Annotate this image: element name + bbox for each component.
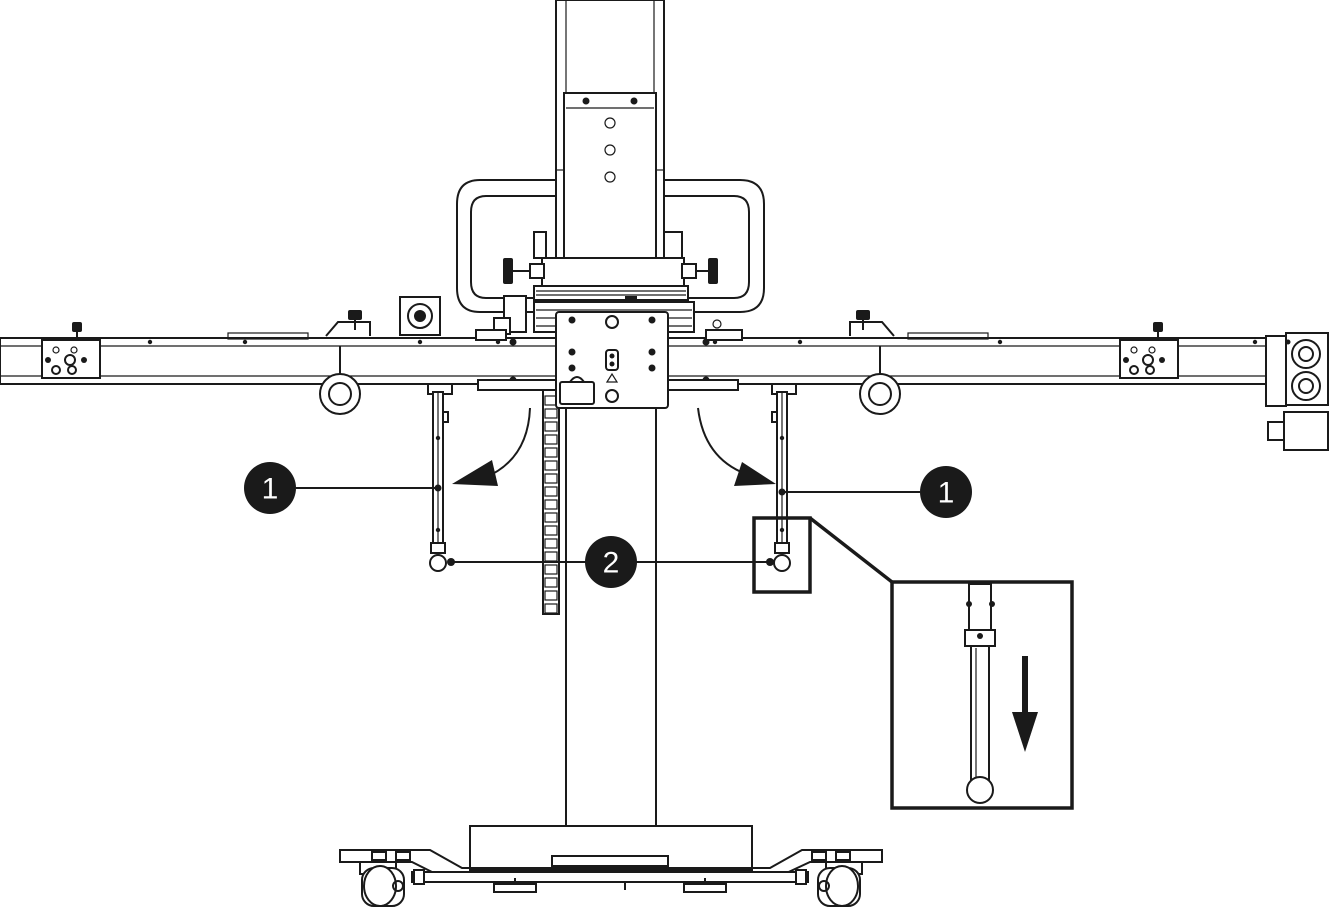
knob-icon [708, 258, 718, 284]
knob-icon [348, 310, 362, 320]
knob-icon [503, 258, 513, 284]
chain-link [544, 577, 558, 588]
chain-link [544, 551, 558, 562]
beam-end-block-left [41, 322, 101, 379]
curved-arrow-icon [452, 407, 531, 486]
callout-label: 1 [262, 473, 279, 506]
down-arrow-icon [1012, 656, 1038, 752]
chain-link [544, 512, 558, 523]
chain-link [544, 499, 558, 510]
chain-link [544, 434, 558, 445]
knob-icon [856, 310, 870, 320]
upper-mast [555, 0, 665, 341]
curved-arrow-icon [697, 407, 776, 486]
cable-chain-links [544, 395, 558, 614]
callout-left-1: 1 [244, 462, 296, 514]
chain-link [544, 603, 558, 614]
beam-clamp-right [849, 310, 895, 337]
center-mount-plate [477, 311, 739, 409]
chain-link [544, 473, 558, 484]
left-sensor-box [399, 296, 441, 336]
beam-rollers [319, 346, 901, 415]
caster-wheel-icon [817, 861, 863, 907]
handle-loops [456, 179, 765, 313]
chain-link [544, 421, 558, 432]
left-swing-arm [427, 383, 453, 572]
lower-column [565, 383, 657, 859]
base-frame [339, 825, 883, 893]
callout-center-2: 2 [585, 536, 637, 588]
chain-link [544, 408, 558, 419]
detail-inset [890, 580, 1074, 810]
leader-lines [296, 487, 920, 566]
right-camera-unit [1265, 332, 1329, 451]
callout-label: 2 [603, 547, 620, 580]
chain-link [544, 590, 558, 601]
chain-link [544, 564, 558, 575]
beam-end-block-right [1119, 322, 1179, 379]
chain-link [544, 447, 558, 458]
callout-right-1: 1 [920, 466, 972, 518]
right-swing-arm [771, 383, 797, 572]
chain-link [544, 460, 558, 471]
chain-link [544, 486, 558, 497]
callout-label: 1 [938, 477, 955, 510]
knob-icon [72, 322, 82, 332]
chain-link [544, 538, 558, 549]
caster-wheel-icon [359, 861, 405, 907]
knob-icon [1153, 322, 1163, 332]
beam-clamp-left [325, 310, 371, 337]
chain-link [544, 525, 558, 536]
detail-highlight-box [752, 516, 894, 594]
